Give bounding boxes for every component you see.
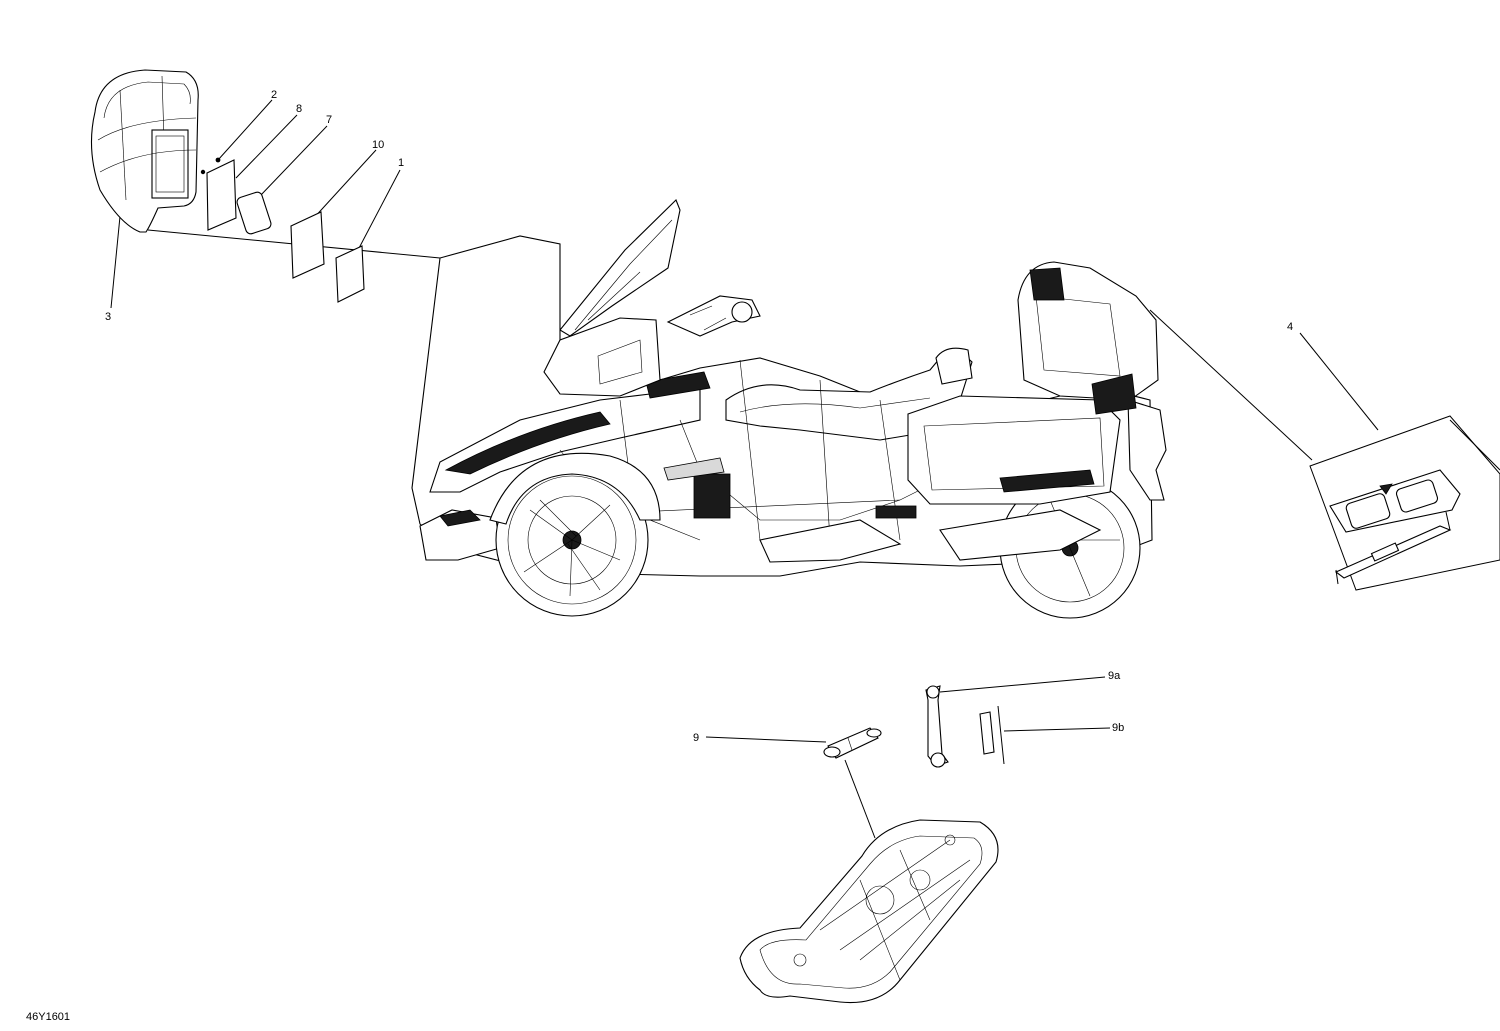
callout-10: 10 (372, 139, 384, 151)
callout-3: 3 (105, 311, 111, 323)
decal-set (206, 159, 365, 303)
callout-2: 2 (271, 89, 277, 101)
dot-marker (200, 169, 206, 175)
decal-10 (290, 211, 325, 279)
seat-base-part (739, 819, 999, 1004)
backrest-part (90, 69, 199, 233)
tool-allen-key (979, 705, 1005, 765)
callout-4: 4 (1287, 321, 1293, 333)
callout-8: 8 (296, 103, 302, 115)
storage-tray-part (1309, 415, 1500, 591)
callout-9: 9 (693, 732, 699, 744)
decal-8 (206, 159, 237, 231)
tool-socket (823, 727, 882, 759)
decal-7 (236, 191, 272, 235)
leader-lines (110, 99, 1500, 839)
decal-1 (335, 245, 365, 303)
diagram-id: 46Y1601 (26, 1011, 70, 1023)
callout-7: 7 (326, 114, 332, 126)
callout-1: 1 (398, 157, 404, 169)
motorcycle-illustration (411, 199, 1167, 619)
dot-marker (215, 157, 221, 163)
tool-wrench (925, 685, 949, 768)
callout-9a: 9a (1108, 670, 1121, 682)
callout-9b: 9b (1112, 722, 1124, 734)
callout-labels: 2 8 7 10 1 3 4 9a 9b 9 46Y1601 (26, 89, 1293, 1023)
